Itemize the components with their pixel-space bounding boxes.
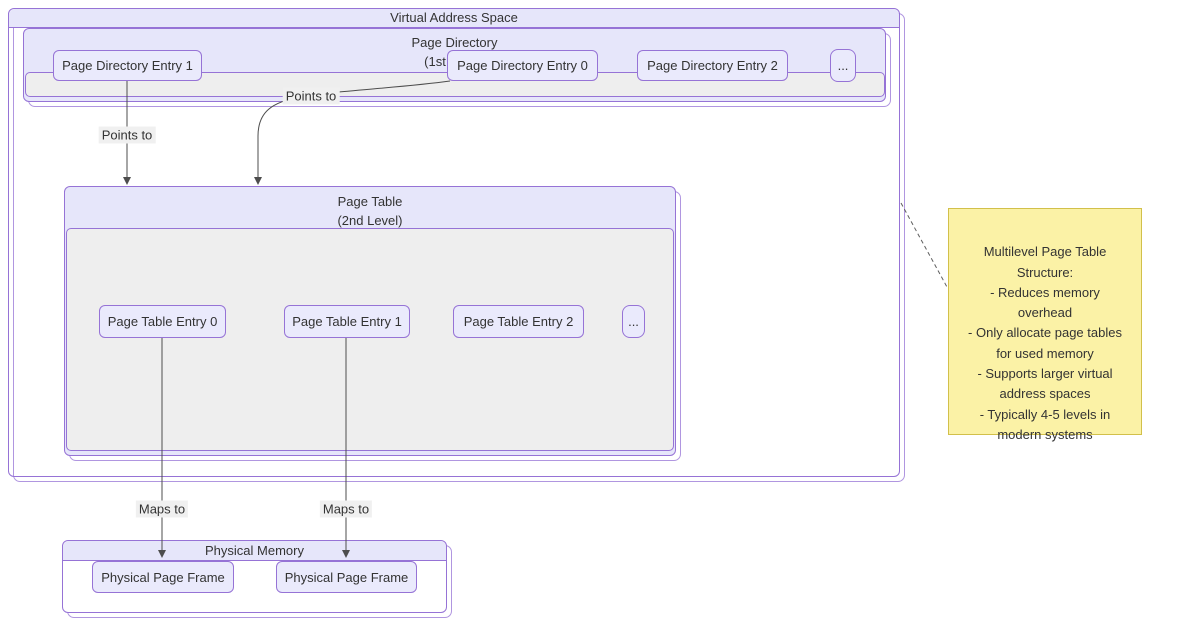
page-directory-entry-1-label: Page Directory Entry 1	[62, 58, 193, 73]
physical-page-frame-1: Physical Page Frame	[92, 561, 234, 593]
page-directory-entry-2-label: Page Directory Entry 2	[647, 58, 778, 73]
page-table-entry-1: Page Table Entry 1	[284, 305, 410, 338]
physical-page-frame-1-label: Physical Page Frame	[101, 569, 225, 585]
page-table-entry-2-label: Page Table Entry 2	[463, 314, 574, 329]
page-table-subtitle: (2nd Level)	[337, 213, 403, 228]
points-to-label-1: Points to	[98, 126, 156, 144]
page-table-title: Page Table	[337, 194, 403, 209]
annotation-note: Multilevel Page Table Structure: - Reduc…	[948, 208, 1142, 442]
page-directory-entry-0: Page Directory Entry 0	[447, 50, 598, 81]
points-to-label-2-text: Points to	[285, 88, 337, 104]
virtual-address-space-box: Virtual Address Space	[8, 8, 900, 477]
physical-page-frame-2-label: Physical Page Frame	[284, 569, 409, 585]
page-directory-entry-ellipsis: ...	[830, 49, 856, 82]
page-directory-entry-1: Page Directory Entry 1	[53, 50, 202, 81]
maps-to-label-1-text: Maps to	[138, 501, 186, 517]
physical-memory-title: Physical Memory	[205, 543, 304, 558]
page-table-entry-ellipsis: ...	[622, 305, 645, 338]
page-table-ellipsis-label: ...	[628, 314, 639, 329]
maps-to-label-2-text: Maps to	[322, 501, 370, 517]
page-directory-title: Page Directory	[411, 35, 498, 50]
physical-page-frame-2: Physical Page Frame	[276, 561, 417, 593]
virtual-address-space-title: Virtual Address Space	[390, 10, 518, 25]
page-directory-ellipsis-label: ...	[837, 58, 849, 73]
page-table-entry-2: Page Table Entry 2	[453, 305, 584, 338]
annotation-note-text: Multilevel Page Table Structure: - Reduc…	[968, 244, 1122, 442]
page-directory-entry-2: Page Directory Entry 2	[637, 50, 788, 81]
maps-to-label-2: Maps to	[319, 500, 373, 518]
page-table-entry-0-label: Page Table Entry 0	[107, 314, 218, 329]
page-table-entry-0: Page Table Entry 0	[99, 305, 226, 338]
note-dashed-connector	[900, 202, 948, 288]
maps-to-label-1: Maps to	[135, 500, 189, 518]
page-table-content-pane	[66, 228, 674, 451]
page-directory-entry-0-label: Page Directory Entry 0	[457, 58, 588, 73]
points-to-label-2: Points to	[282, 87, 340, 105]
page-table-entry-1-label: Page Table Entry 1	[292, 314, 402, 329]
physical-memory-header: Physical Memory	[63, 541, 446, 561]
points-to-label-1-text: Points to	[101, 127, 153, 143]
virtual-address-space-header: Virtual Address Space	[9, 9, 899, 28]
